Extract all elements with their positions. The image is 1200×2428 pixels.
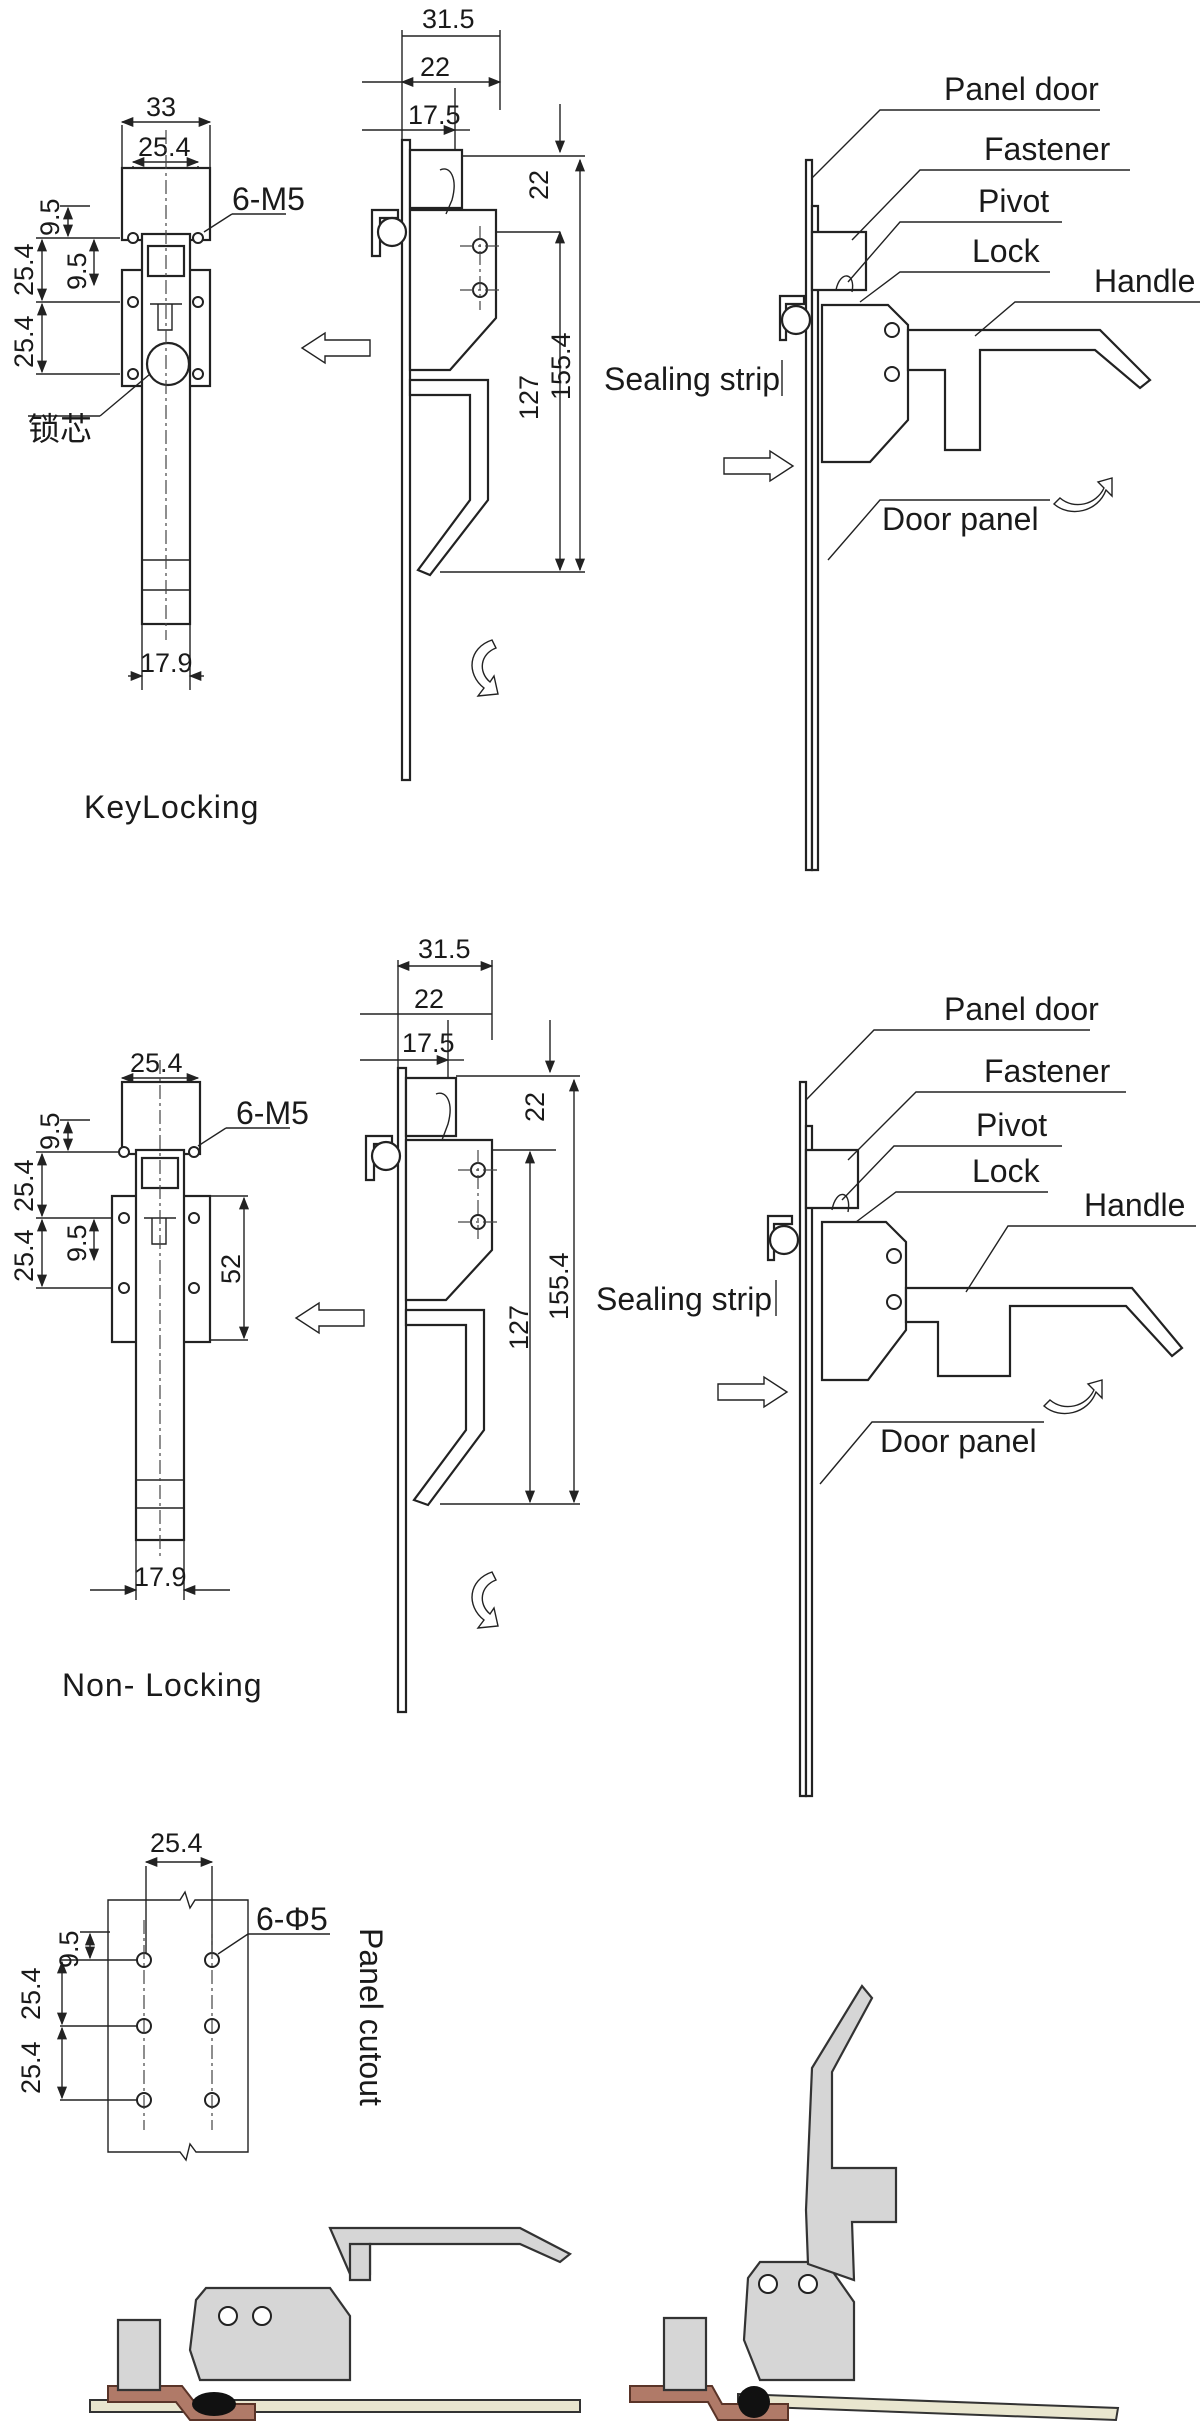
cutout-dim-9-5: 9.5 xyxy=(54,1930,84,1968)
dim-22-side: 22 xyxy=(524,170,554,200)
dim-31-5: 31.5 xyxy=(422,4,475,34)
nl-dim-25-4-bot: 25.4 xyxy=(9,1229,39,1282)
cutout-label-6-phi5: 6-Φ5 xyxy=(256,1901,328,1937)
nl-dim-9-5-inner: 9.5 xyxy=(62,1224,92,1262)
nl-label-handle: Handle xyxy=(1084,1187,1185,1223)
nonlocking-caption: Non- Locking xyxy=(62,1667,263,1703)
dim-17-5: 17.5 xyxy=(408,100,461,130)
nl-dim-127: 127 xyxy=(504,1305,534,1350)
push-arrow-1 xyxy=(723,449,795,483)
keylocking-front-view: 33 25.4 25.4 25.4 9.5 9.5 xyxy=(9,92,305,825)
label-6-m5: 6-M5 xyxy=(232,181,305,217)
nl-dim-22-side: 22 xyxy=(520,1092,550,1122)
nonlocking-front-view: 25.4 25.4 25.4 9.5 9.5 52 6-M5 xyxy=(9,1048,309,1703)
nl-open-direction-arrow xyxy=(294,1301,365,1335)
nl-dim-155-4: 155.4 xyxy=(544,1252,574,1320)
label-fastener: Fastener xyxy=(984,131,1111,167)
dim-22-top: 22 xyxy=(420,52,450,82)
cutout-dim-25-4-bot: 25.4 xyxy=(16,2041,46,2094)
nl-label-pivot: Pivot xyxy=(976,1107,1047,1143)
open-latch-illustration xyxy=(629,1984,1120,2422)
nl-mounting-holes xyxy=(118,1146,200,1294)
dim-9-5-inner: 9.5 xyxy=(62,252,92,290)
label-lock: Lock xyxy=(972,233,1041,269)
lock-core-circle xyxy=(145,341,191,387)
nonlocking-side-view: 31.5 22 17.5 22 127 155.4 xyxy=(360,934,580,1714)
label-handle: Handle xyxy=(1094,263,1195,299)
dim-33: 33 xyxy=(146,92,176,122)
cutout-dim-25-4-width: 25.4 xyxy=(150,1828,203,1858)
cutout-holes xyxy=(136,1952,220,2108)
dim-127: 127 xyxy=(514,375,544,420)
nl-label-6-m5: 6-M5 xyxy=(236,1095,309,1131)
nl-label-lock: Lock xyxy=(972,1153,1041,1189)
nl-label-sealing-strip: Sealing strip xyxy=(596,1281,772,1317)
nl-dim-17-5: 17.5 xyxy=(402,1028,455,1058)
label-door-panel: Door panel xyxy=(882,501,1039,537)
label-lock-core: 锁芯 xyxy=(28,411,92,447)
nl-label-panel-door: Panel door xyxy=(944,991,1099,1027)
mounting-holes xyxy=(127,232,204,380)
label-pivot: Pivot xyxy=(978,183,1049,219)
dim-25-4-bot: 25.4 xyxy=(9,315,39,368)
keylocking-caption: KeyLocking xyxy=(84,789,259,825)
cutout-dim-25-4-top: 25.4 xyxy=(16,1967,46,2020)
nl-label-fastener: Fastener xyxy=(984,1053,1111,1089)
nl-dim-31-5: 31.5 xyxy=(418,934,471,964)
dim-17-9: 17.9 xyxy=(140,648,193,678)
rotate-arrow-2 xyxy=(1052,477,1113,513)
nl-dim-25-4-width: 25.4 xyxy=(130,1048,183,1078)
closed-latch-illustration xyxy=(89,2226,581,2421)
dim-25-4-width: 25.4 xyxy=(138,132,191,162)
keylocking-install-view: Panel door Fastener Pivot Lock Handle Se… xyxy=(604,71,1200,872)
nl-dim-17-9: 17.9 xyxy=(134,1562,187,1592)
nl-dim-25-4-top: 25.4 xyxy=(9,1159,39,1212)
nl-dim-9-5: 9.5 xyxy=(35,1112,65,1150)
panel-cutout-view: 25.4 25.4 25.4 9.5 6-Φ5 Panel cutout xyxy=(16,1828,389,2162)
open-direction-arrow xyxy=(300,331,371,365)
label-sealing-strip: Sealing strip xyxy=(604,361,780,397)
dim-25-4-top: 25.4 xyxy=(9,243,39,296)
nl-push-arrow xyxy=(717,1375,789,1409)
rotate-arrow-1 xyxy=(471,639,499,697)
nl-dim-52: 52 xyxy=(216,1254,246,1284)
nl-rotate-arrow-2 xyxy=(1042,1379,1103,1415)
nonlocking-install-view: Panel door Fastener Pivot Lock Handle Se… xyxy=(596,991,1196,1798)
label-panel-door: Panel door xyxy=(944,71,1099,107)
dim-155-4: 155.4 xyxy=(546,332,576,400)
cutout-title: Panel cutout xyxy=(353,1928,389,2106)
nl-label-door-panel: Door panel xyxy=(880,1423,1037,1459)
dim-9-5: 9.5 xyxy=(35,198,65,236)
keylocking-side-view: 31.5 22 17.5 22 127 155.4 xyxy=(362,4,586,782)
nl-dim-22-top: 22 xyxy=(414,984,444,1014)
nl-rotate-arrow-1 xyxy=(471,1571,499,1629)
